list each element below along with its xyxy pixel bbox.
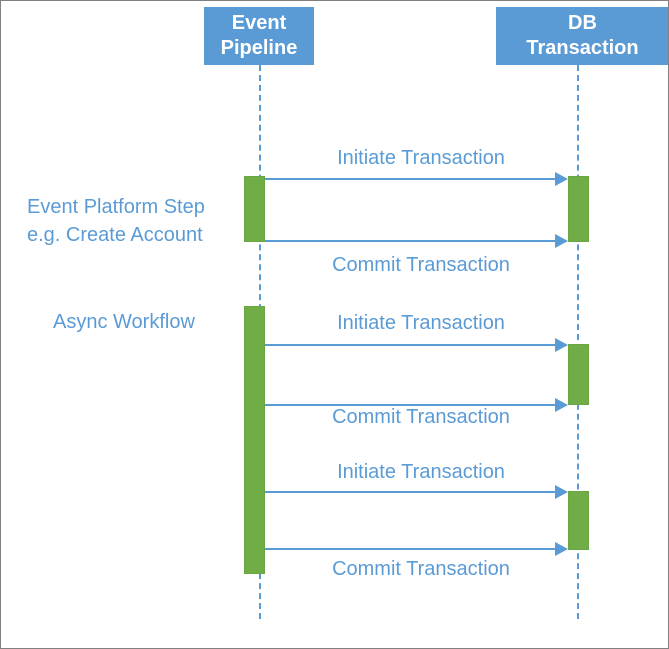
participant-event-pipeline-line2: Pipeline: [220, 37, 298, 59]
message-label-1: Initiate Transaction: [337, 147, 505, 169]
message-line-4: [265, 404, 557, 406]
activation-event-pipeline-2: [244, 306, 265, 574]
annotation-async-workflow: Async Workflow: [53, 308, 195, 336]
annotation-event-platform-step: Event Platform Step e.g. Create Account: [27, 193, 205, 249]
activation-db-transaction-2: [568, 344, 589, 405]
participant-event-pipeline-line1: Event: [231, 12, 287, 34]
message-line-2: [265, 240, 557, 242]
lifeline-db-transaction: [577, 65, 579, 619]
message-line-1: [265, 178, 557, 180]
message-label-3: Initiate Transaction: [337, 312, 505, 334]
message-label-2: Commit Transaction: [332, 254, 510, 276]
activation-event-pipeline-1: [244, 176, 265, 242]
activation-db-transaction-3: [568, 491, 589, 550]
activation-db-transaction-1: [568, 176, 589, 242]
message-line-5: [265, 491, 557, 493]
message-arrowhead-2: [555, 234, 568, 248]
participant-db-transaction-line1: DB: [568, 12, 597, 34]
message-arrowhead-6: [555, 542, 568, 556]
message-arrowhead-1: [555, 172, 568, 186]
annotation-async-workflow-line1: Async Workflow: [53, 311, 195, 333]
annotation-event-platform-step-line2: e.g. Create Account: [27, 224, 203, 246]
message-arrowhead-4: [555, 398, 568, 412]
message-label-5: Initiate Transaction: [337, 461, 505, 483]
message-line-3: [265, 344, 557, 346]
participant-db-transaction[interactable]: DB Transaction: [496, 7, 668, 65]
message-label-4: Commit Transaction: [332, 406, 510, 428]
participant-event-pipeline[interactable]: Event Pipeline: [204, 7, 314, 65]
message-line-6: [265, 548, 557, 550]
message-arrowhead-3: [555, 338, 568, 352]
message-arrowhead-5: [555, 485, 568, 499]
participant-db-transaction-line2: Transaction: [526, 37, 639, 59]
message-label-6: Commit Transaction: [332, 558, 510, 580]
annotation-event-platform-step-line1: Event Platform Step: [27, 196, 205, 218]
